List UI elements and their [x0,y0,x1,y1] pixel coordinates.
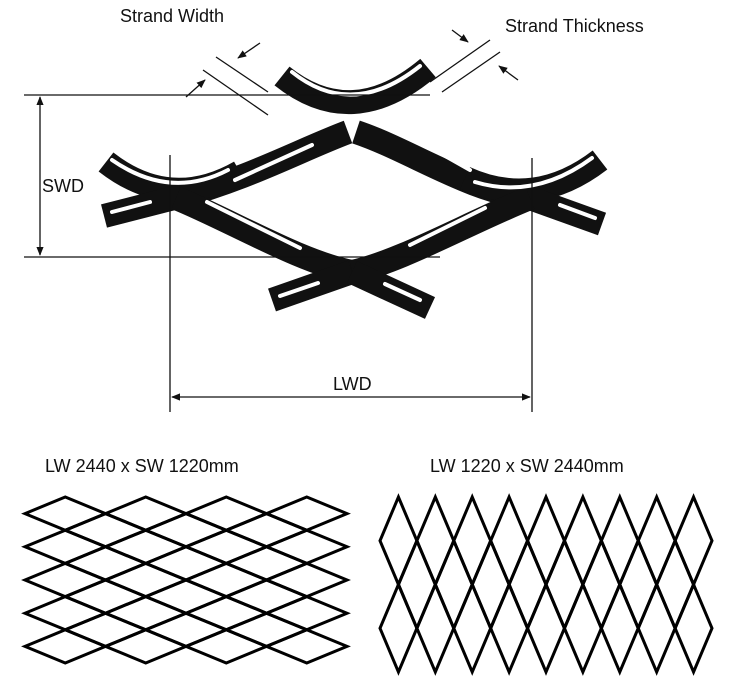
strand-width-dimension: Strand Width [120,6,269,116]
top-arc-strand [274,58,436,114]
mesh-diamond [525,580,567,676]
strand-width-label: Strand Width [120,6,224,26]
mesh-diamond [21,495,110,532]
strand-thickness-label: Strand Thickness [505,16,644,36]
mesh-diamond [61,611,150,649]
mesh-diamond [636,580,677,676]
lower-left-strand [171,186,355,284]
lower-right-strand [349,186,535,284]
mesh-diamond [141,545,231,582]
mesh-diamond [673,580,714,676]
mesh-diamond [21,594,110,632]
mesh-diamond [222,578,311,615]
mesh-diamond [101,528,190,566]
mesh-diamond [415,580,456,676]
lwd-label: LWD [333,374,372,394]
mesh-diamond [525,493,567,589]
mesh-diamond [61,545,150,582]
mesh-diamond [470,536,511,633]
mesh-diamond [262,594,351,632]
mesh-diamond [655,536,696,633]
mesh-diamond [21,528,110,566]
strand-thickness-dimension: Strand Thickness [429,16,644,93]
mesh-diamond [378,493,419,589]
lwd-dimension: LWD [169,155,533,412]
pattern-caption-vertical: LW 1220 x SW 2440mm [430,456,624,476]
mesh-diamond [489,493,530,589]
mesh-diamond [182,495,271,532]
mesh-diamond [262,495,351,532]
mesh-diamond [182,628,271,665]
mesh-diamond [222,511,311,549]
mesh-diamond [101,628,190,665]
mesh-diamond [378,580,419,676]
right-stub-strand [519,184,607,236]
mesh-diamond [182,561,271,599]
strand-illustration [98,58,608,319]
mesh-diamond [21,628,110,665]
mesh-diamond [262,561,351,599]
mesh-diamond [599,580,640,676]
mesh-diamond [507,536,548,633]
mesh-diamond [262,528,351,566]
mesh-diamond [141,611,231,649]
mesh-diamond [61,511,150,549]
mesh-diamond [141,511,231,549]
mesh-diamond [618,536,659,633]
mesh-diamond [415,493,456,589]
mesh-diamond [452,580,493,676]
mesh-diamond [182,594,271,632]
mesh-diamond [141,578,231,615]
mesh-diamond [599,493,640,589]
mesh-diamond [182,528,271,566]
mesh-diamond [673,493,714,589]
mesh-pattern-vertical [378,493,714,676]
bottom-right-stub-strand [346,261,436,319]
pattern-caption-horizontal: LW 2440 x SW 1220mm [45,456,239,476]
swd-dimension: SWD [24,94,440,258]
mesh-pattern-horizontal [21,495,351,665]
mesh-diamond [562,493,603,589]
mesh-diamond [489,580,530,676]
mesh-diamond [222,611,311,649]
mesh-diamond [101,495,190,532]
mesh-diamond [101,561,190,599]
mesh-diamond [452,493,493,589]
mesh-diamond [21,561,110,599]
mesh-diamond [562,580,603,676]
mesh-diamond [61,578,150,615]
mesh-diamond [101,594,190,632]
mesh-diamond [544,536,585,633]
mesh-diamond [396,536,437,633]
mesh-diamond [581,536,622,633]
mesh-diamond [636,493,677,589]
mesh-diamond [222,545,311,582]
mesh-diamond [262,628,351,665]
mesh-diamond [433,536,474,633]
swd-label: SWD [42,176,84,196]
